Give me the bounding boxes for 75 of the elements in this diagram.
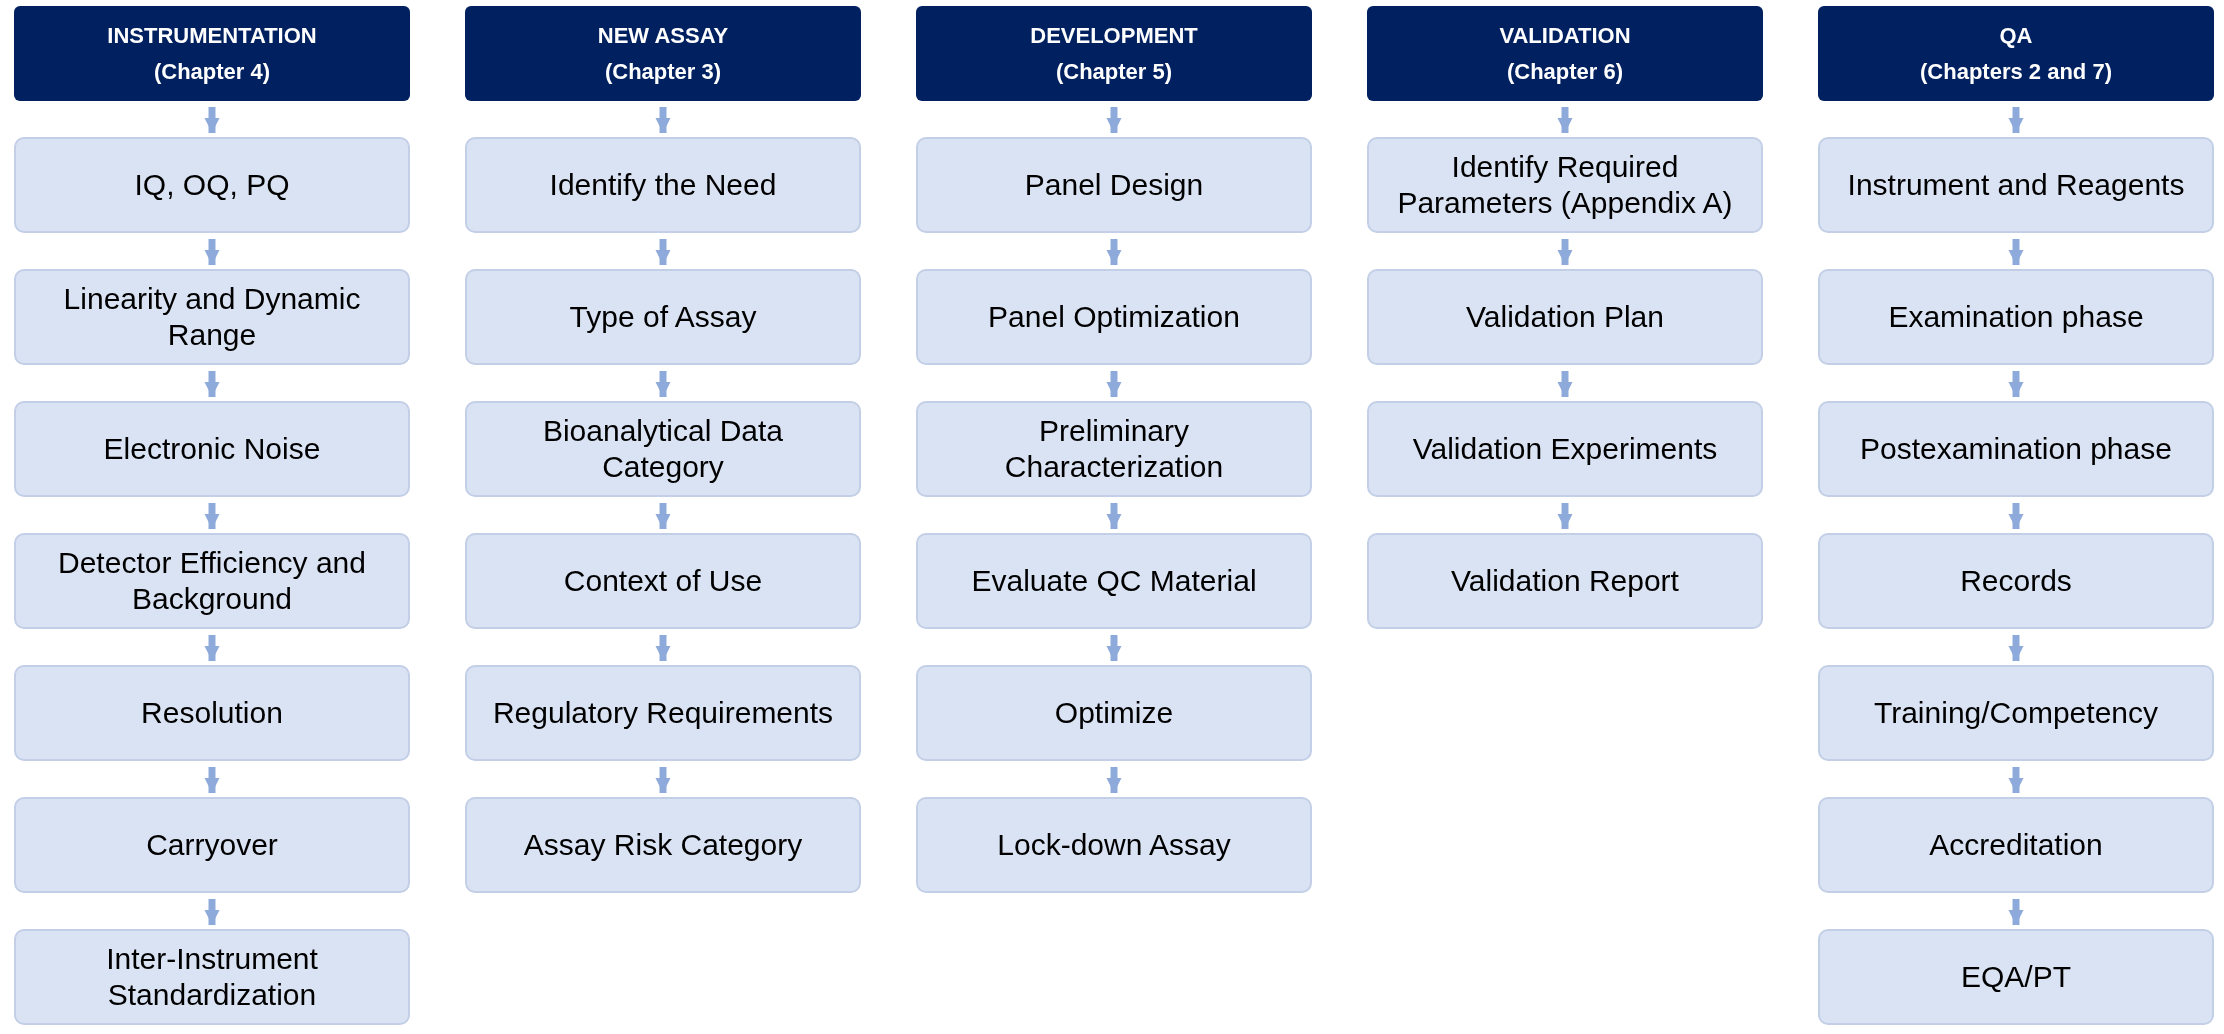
- process-box: [465, 665, 861, 761]
- step-label: Preliminary Characterization: [1003, 413, 1225, 485]
- step-label: Instrument and Reagents: [1847, 167, 2185, 203]
- header-box: [916, 6, 1312, 101]
- column-heading: DEVELOPMENT: [1030, 22, 1198, 51]
- column-heading: INSTRUMENTATION: [107, 22, 317, 51]
- process-box: [1818, 665, 2214, 761]
- step-label: Panel Design: [1024, 167, 1204, 203]
- process-box: [916, 401, 1312, 497]
- header-box: [14, 6, 410, 101]
- column-heading: QA: [1999, 22, 2033, 51]
- process-box: [14, 401, 410, 497]
- step-label: Examination phase: [1888, 299, 2144, 335]
- chapter-reference: (Chapters 2 and 7): [1920, 57, 2112, 86]
- process-box: [916, 665, 1312, 761]
- process-box: [916, 797, 1312, 893]
- process-box: [1367, 533, 1763, 629]
- process-box: [14, 137, 410, 233]
- process-box: [465, 797, 861, 893]
- process-box: [1818, 797, 2214, 893]
- header-box: [465, 6, 861, 101]
- process-box: [465, 269, 861, 365]
- process-box: [1818, 137, 2214, 233]
- step-label: Validation Plan: [1466, 299, 1664, 335]
- step-label: Linearity and Dynamic Range: [62, 281, 362, 353]
- step-label: Identify the Need: [549, 167, 777, 203]
- process-box: [1818, 401, 2214, 497]
- process-box: [1367, 269, 1763, 365]
- process-box: [916, 533, 1312, 629]
- process-box: [14, 929, 410, 1025]
- step-label: Regulatory Requirements: [492, 695, 834, 731]
- process-box: [14, 797, 410, 893]
- process-box: [1818, 533, 2214, 629]
- step-label: Context of Use: [563, 563, 763, 599]
- step-label: EQA/PT: [1961, 959, 2071, 995]
- process-box: [465, 137, 861, 233]
- chapter-reference: (Chapter 6): [1506, 57, 1624, 86]
- step-label: Assay Risk Category: [523, 827, 803, 863]
- step-label: Accreditation: [1929, 827, 2103, 863]
- step-label: Identify Required Parameters (Appendix A): [1396, 149, 1734, 221]
- step-label: Resolution: [141, 695, 283, 731]
- column-heading: VALIDATION: [1499, 22, 1631, 51]
- step-label: Validation Experiments: [1412, 431, 1718, 467]
- process-box: [1818, 269, 2214, 365]
- chapter-reference: (Chapter 5): [1055, 57, 1173, 86]
- process-box: [916, 137, 1312, 233]
- step-label: Records: [1960, 563, 2072, 599]
- step-label: Inter-Instrument Standardization: [105, 941, 319, 1013]
- process-box: [1367, 401, 1763, 497]
- step-label: Panel Optimization: [988, 299, 1240, 335]
- process-box: [14, 665, 410, 761]
- process-box: [465, 401, 861, 497]
- process-box: [14, 533, 410, 629]
- step-label: Lock-down Assay: [997, 827, 1231, 863]
- process-box: [465, 533, 861, 629]
- step-label: Training/Competency: [1874, 695, 2158, 731]
- step-label: Carryover: [146, 827, 278, 863]
- step-label: Detector Efficiency and Background: [57, 545, 367, 617]
- process-box: [14, 269, 410, 365]
- header-box: [1367, 6, 1763, 101]
- step-label: Evaluate QC Material: [971, 563, 1257, 599]
- process-box: [1367, 137, 1763, 233]
- step-label: IQ, OQ, PQ: [134, 167, 290, 203]
- step-label: Postexamination phase: [1860, 431, 2172, 467]
- chapter-reference: (Chapter 4): [153, 57, 271, 86]
- step-label: Validation Report: [1451, 563, 1679, 599]
- header-box: [1818, 6, 2214, 101]
- step-label: Optimize: [1054, 695, 1174, 731]
- process-box: [1818, 929, 2214, 1025]
- chapter-reference: (Chapter 3): [604, 57, 722, 86]
- step-label: Electronic Noise: [103, 431, 321, 467]
- step-label: Type of Assay: [569, 299, 757, 335]
- process-box: [916, 269, 1312, 365]
- step-label: Bioanalytical Data Category: [541, 413, 785, 485]
- column-heading: NEW ASSAY: [597, 22, 729, 51]
